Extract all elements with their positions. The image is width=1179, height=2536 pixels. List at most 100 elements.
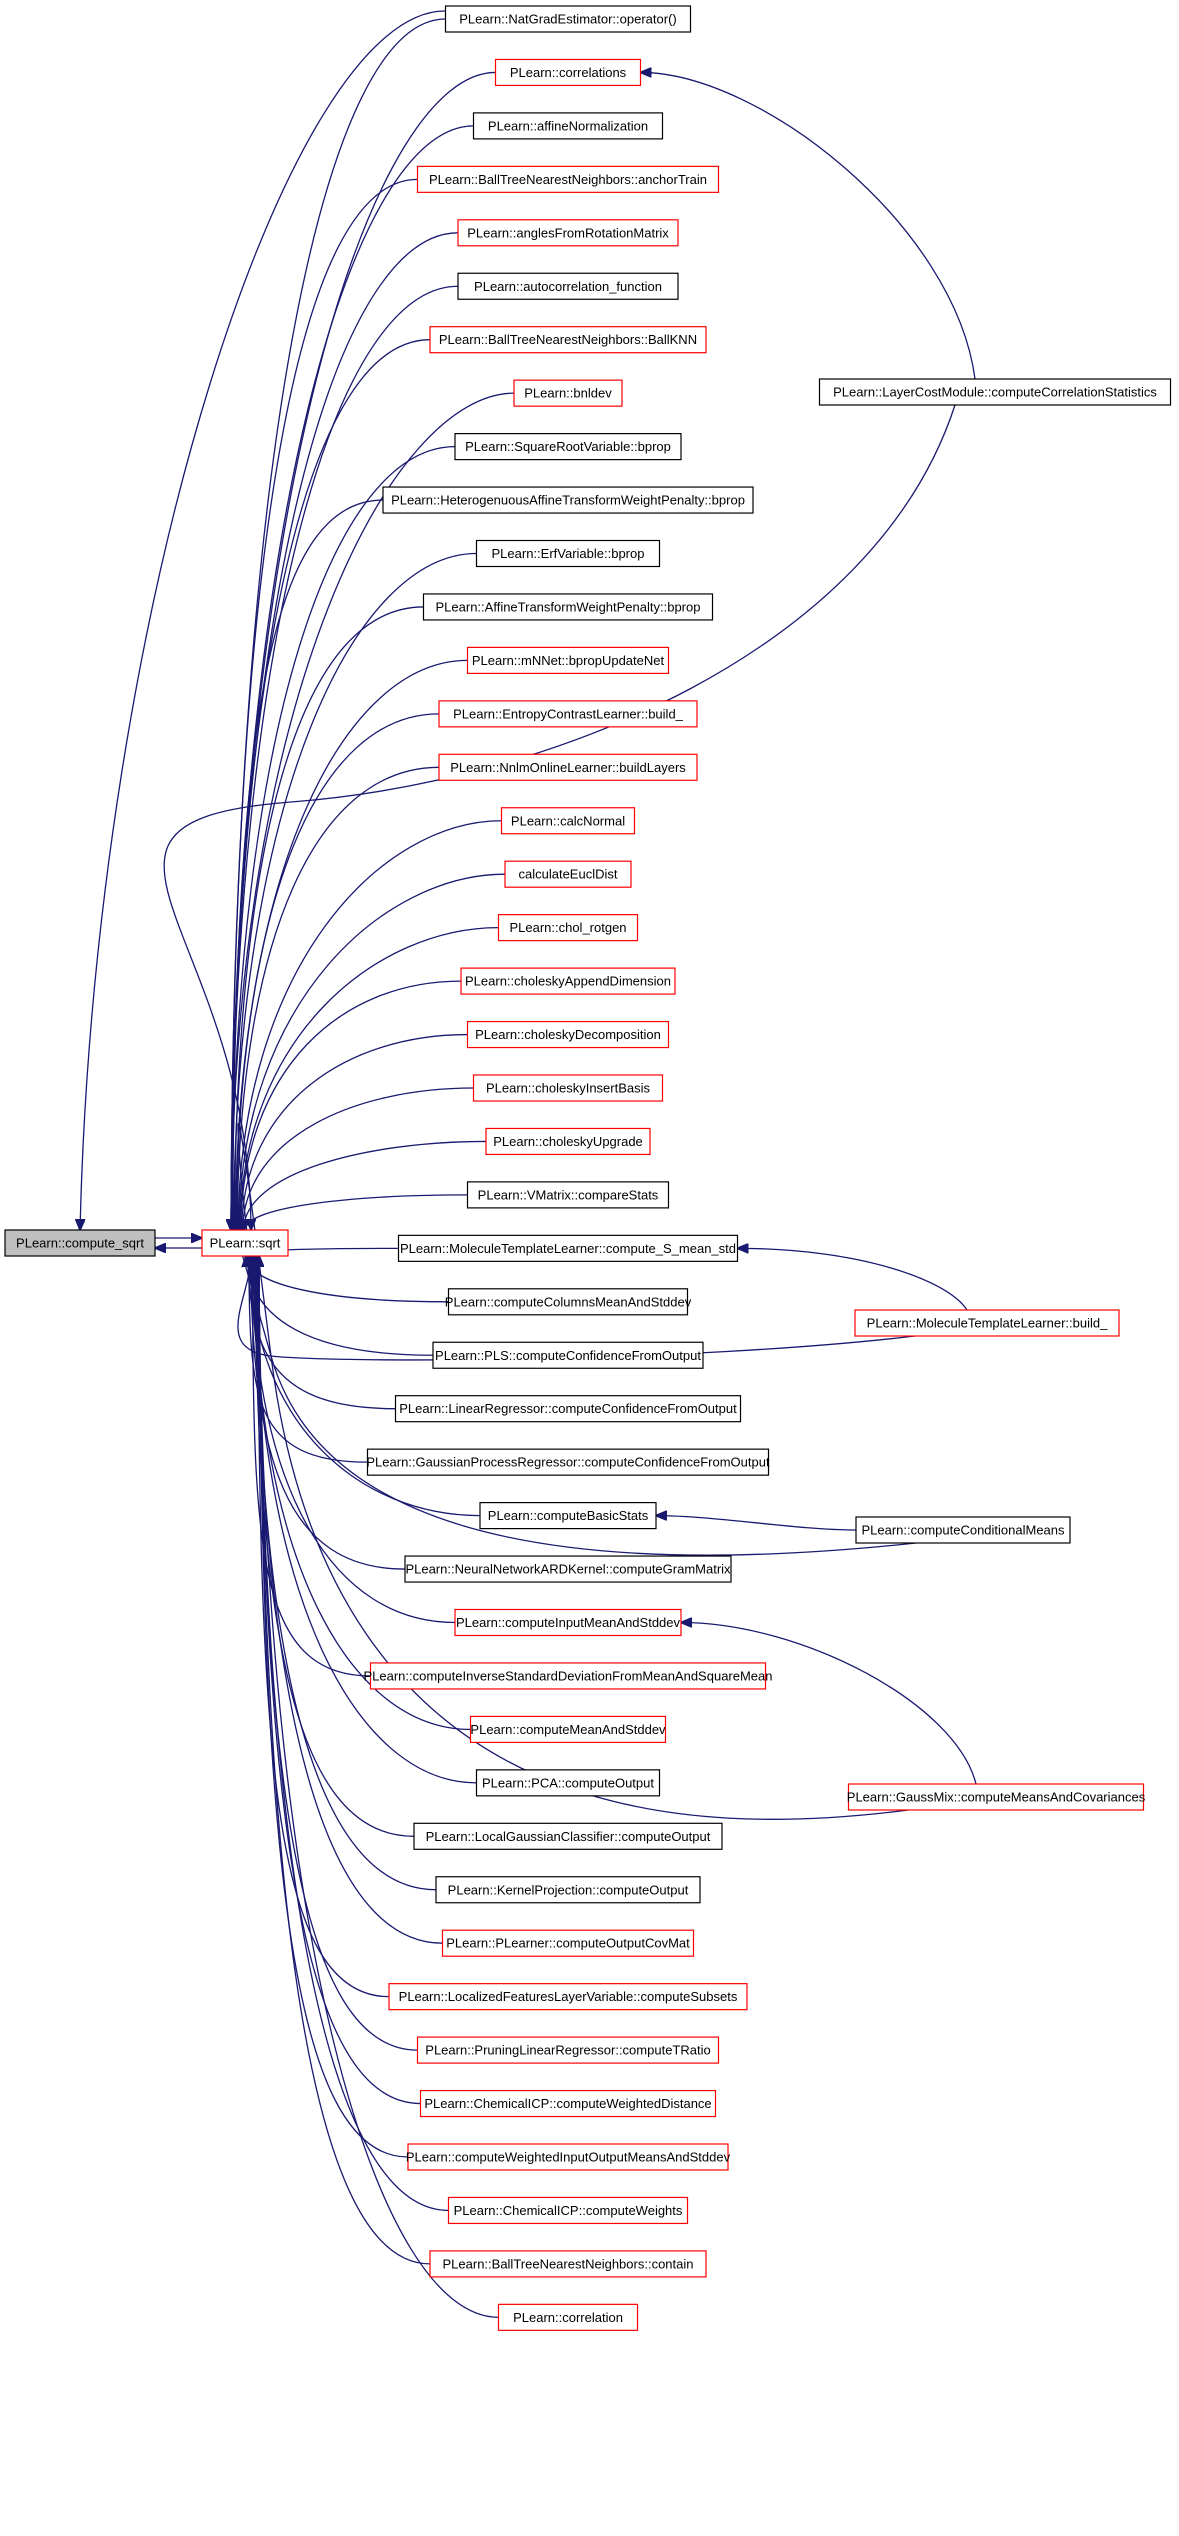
node-sqrt[interactable]: PLearn::sqrt	[201, 1229, 289, 1257]
node-label: PLearn::AffineTransformWeightPenalty::bp…	[436, 599, 701, 614]
node-box	[504, 860, 632, 888]
node-caller-n40[interactable]: PLearn::computeWeightedInputOutputMeansA…	[406, 2143, 731, 2171]
node-root[interactable]: PLearn::compute_sqrt	[4, 1229, 156, 1257]
node-label: PLearn::choleskyInsertBasis	[486, 1081, 651, 1096]
node-box	[416, 165, 720, 193]
node-label: PLearn::correlation	[513, 2310, 623, 2325]
node-box	[855, 1516, 1071, 1544]
node-box	[369, 1662, 767, 1690]
node-caller-n13[interactable]: PLearn::EntropyContrastLearner::build_	[438, 700, 698, 728]
node-caller-n2[interactable]: PLearn::affineNormalization	[472, 112, 664, 140]
node-label: PLearn::computeConditionalMeans	[861, 1523, 1065, 1538]
node-caller-n14[interactable]: PLearn::NnlmOnlineLearner::buildLayers	[438, 753, 698, 781]
node-box	[4, 1229, 156, 1257]
node-box	[444, 5, 692, 33]
node-caller-n18[interactable]: PLearn::choleskyAppendDimension	[460, 967, 676, 995]
edge-n26-to-sqrt	[248, 1256, 396, 1410]
node-box	[460, 967, 676, 995]
edge-n16-to-sqrt	[239, 873, 506, 1230]
node-label: PLearn::autocorrelation_function	[474, 279, 662, 294]
node-box	[429, 2250, 707, 2278]
node-caller-n37[interactable]: PLearn::LocalizedFeaturesLayerVariable::…	[388, 1983, 748, 2011]
node-label: PLearn::choleskyAppendDimension	[465, 974, 671, 989]
node-box	[479, 1501, 657, 1530]
node-caller-n1[interactable]: PLearn::correlations	[494, 58, 642, 87]
node-caller-n0[interactable]: PLearn::NatGradEstimator::operator()	[444, 5, 692, 33]
edge-n7-to-sqrt	[231, 392, 515, 1230]
node-box	[466, 1181, 670, 1209]
node-caller-n33[interactable]: PLearn::PCA::computeOutput	[475, 1769, 661, 1797]
node-label: PLearn::MoleculeTemplateLearner::build_	[867, 1316, 1108, 1331]
node-box	[472, 1074, 664, 1102]
node-box	[388, 1983, 748, 2011]
node-caller-n27[interactable]: PLearn::GaussianProcessRegressor::comput…	[366, 1448, 770, 1476]
node-caller-n30[interactable]: PLearn::computeInputMeanAndStddev	[454, 1608, 682, 1637]
node-caller-n34[interactable]: PLearn::LocalGaussianClassifier::compute…	[413, 1822, 723, 1850]
node-caller-n3[interactable]: PLearn::BallTreeNearestNeighbors::anchor…	[416, 165, 720, 193]
node-caller-n42[interactable]: PLearn::BallTreeNearestNeighbors::contai…	[429, 2250, 707, 2278]
edge-n37-to-sqrt	[258, 1256, 390, 1998]
node-box	[201, 1229, 289, 1257]
node-caller-n29[interactable]: PLearn::NeuralNetworkARDKernel::computeG…	[404, 1555, 732, 1583]
node-caller-n7[interactable]: PLearn::bnldev	[513, 379, 623, 407]
node-caller-n4[interactable]: PLearn::anglesFromRotationMatrix	[457, 219, 679, 247]
node-caller-n26[interactable]: PLearn::LinearRegressor::computeConfiden…	[394, 1395, 742, 1423]
node-box	[438, 700, 698, 728]
node-caller-n21[interactable]: PLearn::choleskyUpgrade	[485, 1127, 651, 1156]
node-caller-n9[interactable]: PLearn::HeterogenuousAffineTransformWeig…	[382, 486, 754, 514]
node-box	[854, 1309, 1120, 1337]
node-caller-n5[interactable]: PLearn::autocorrelation_function	[457, 272, 679, 300]
edge-n27-to-sqrt	[249, 1256, 368, 1463]
node-label: PLearn::PLearner::computeOutputCovMat	[446, 1936, 690, 1951]
node-caller-n17[interactable]: PLearn::chol_rotgen	[497, 914, 639, 942]
node-caller-n8[interactable]: PLearn::SquareRootVariable::bprop	[454, 433, 682, 461]
node-caller-n31[interactable]: PLearn::computeInverseStandardDeviationF…	[363, 1662, 773, 1690]
node-caller-n43[interactable]: PLearn::correlation	[497, 2303, 639, 2331]
node-label: PLearn::BallTreeNearestNeighbors::BallKN…	[439, 332, 697, 347]
node-caller-n16[interactable]: calculateEuclDist	[504, 860, 632, 888]
node-label: calculateEuclDist	[519, 867, 618, 882]
edge-n5-to-sqrt	[231, 285, 459, 1230]
node-label: PLearn::affineNormalization	[488, 118, 648, 133]
node-caller-n32[interactable]: PLearn::computeMeanAndStddev	[469, 1715, 667, 1744]
node-outer-o3[interactable]: PLearn::computeConditionalMeans	[855, 1516, 1071, 1544]
node-box	[475, 539, 661, 568]
node-caller-n24[interactable]: PLearn::computeColumnsMeanAndStddev	[445, 1288, 692, 1316]
edge-n0-to-root	[80, 10, 446, 1230]
node-caller-n12[interactable]: PLearn::mNNet::bpropUpdateNet	[466, 646, 670, 675]
edge-n43-to-sqrt	[259, 1256, 499, 2318]
node-caller-n11[interactable]: PLearn::AffineTransformWeightPenalty::bp…	[422, 593, 714, 621]
node-label: PLearn::compute_sqrt	[16, 1236, 144, 1251]
node-caller-n10[interactable]: PLearn::ErfVariable::bprop	[475, 539, 661, 568]
node-caller-n20[interactable]: PLearn::choleskyInsertBasis	[472, 1074, 664, 1102]
node-outer-o2[interactable]: PLearn::MoleculeTemplateLearner::build_	[854, 1309, 1120, 1337]
node-caller-n35[interactable]: PLearn::KernelProjection::computeOutput	[435, 1876, 701, 1904]
node-label: PLearn::LayerCostModule::computeCorrelat…	[833, 385, 1157, 400]
node-box	[847, 1783, 1145, 1811]
edge-o3-to-n28	[656, 1516, 857, 1531]
node-box	[513, 379, 623, 407]
edge-n11-to-sqrt	[234, 606, 424, 1230]
edge-n6-to-sqrt	[231, 339, 431, 1230]
node-caller-n6[interactable]: PLearn::BallTreeNearestNeighbors::BallKN…	[429, 326, 707, 354]
node-caller-n19[interactable]: PLearn::choleskyDecomposition	[466, 1020, 670, 1049]
node-caller-n38[interactable]: PLearn::PruningLinearRegressor::computeT…	[416, 2036, 720, 2064]
node-box	[419, 2089, 717, 2118]
node-label: PLearn::NnlmOnlineLearner::buildLayers	[450, 760, 686, 775]
node-caller-n25[interactable]: PLearn::PLS::computeConfidenceFromOutput	[432, 1341, 704, 1369]
node-label: PLearn::mNNet::bpropUpdateNet	[472, 653, 665, 668]
node-label: PLearn::computeInverseStandardDeviationF…	[363, 1668, 772, 1683]
node-caller-n23[interactable]: PLearn::MoleculeTemplateLearner::compute…	[397, 1234, 739, 1262]
node-caller-n22[interactable]: PLearn::VMatrix::compareStats	[466, 1181, 670, 1209]
edge-n13-to-sqrt	[236, 713, 440, 1230]
node-outer-o4[interactable]: PLearn::GaussMix::computeMeansAndCovaria…	[847, 1783, 1146, 1811]
node-caller-n36[interactable]: PLearn::PLearner::computeOutputCovMat	[441, 1929, 695, 1957]
node-caller-n41[interactable]: PLearn::ChemicalICP::computeWeights	[447, 2196, 689, 2225]
node-caller-n15[interactable]: PLearn::calcNormal	[500, 807, 636, 835]
node-box	[397, 1234, 739, 1262]
node-label: PLearn::PruningLinearRegressor::computeT…	[425, 2043, 710, 2058]
node-caller-n28[interactable]: PLearn::computeBasicStats	[479, 1501, 657, 1530]
node-outer-o1[interactable]: PLearn::LayerCostModule::computeCorrelat…	[818, 378, 1172, 406]
node-caller-n39[interactable]: PLearn::ChemicalICP::computeWeightedDist…	[419, 2089, 717, 2118]
